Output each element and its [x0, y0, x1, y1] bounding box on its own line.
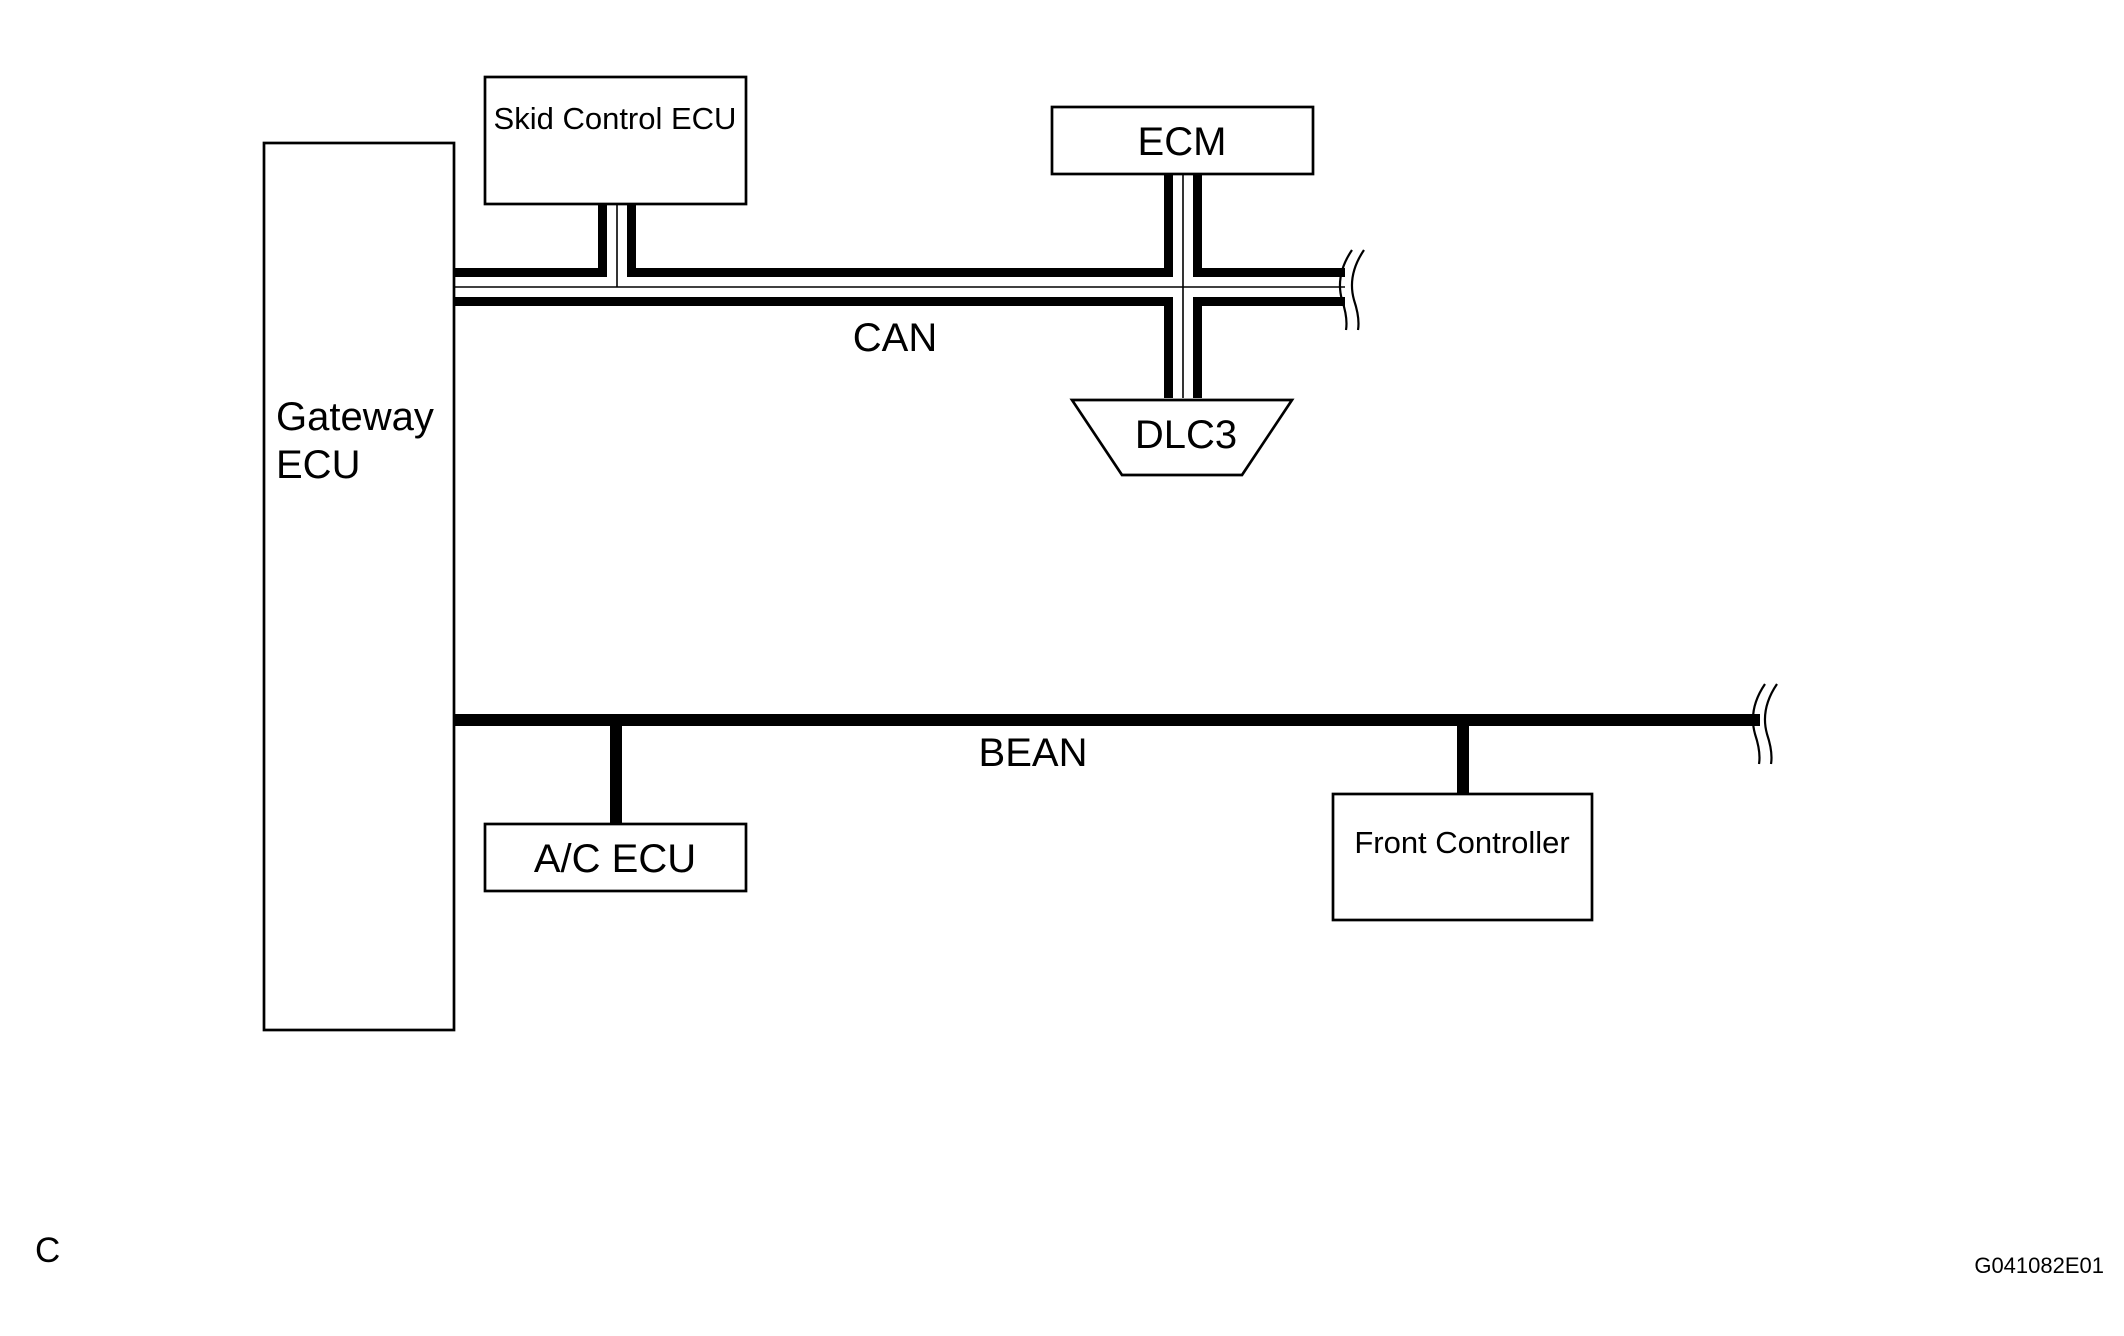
bean-break-mark — [1751, 683, 1778, 765]
corner-letter: C — [35, 1231, 60, 1270]
skid-control-ecu-node: Skid Control ECU — [483, 75, 748, 206]
can-bus-label: CAN — [853, 316, 937, 360]
dlc3-node: DLC3 — [1069, 398, 1295, 477]
figure-code: G041082E01 — [1974, 1253, 2104, 1278]
can-bus — [453, 174, 1345, 398]
front-controller-label: Front Controller — [1354, 825, 1569, 860]
gateway-ecu-label-line1: Gateway — [276, 395, 434, 439]
gateway-ecu-label-line2: ECU — [276, 443, 360, 487]
ac-ecu-label: A/C ECU — [534, 837, 696, 881]
ecm-label: ECM — [1138, 120, 1227, 164]
ac-ecu-node: A/C ECU — [483, 822, 748, 893]
bean-bus — [453, 714, 1760, 824]
dlc3-label: DLC3 — [1135, 413, 1237, 457]
front-controller-node: Front Controller — [1331, 792, 1594, 922]
can-break-mark — [1338, 249, 1365, 331]
ecm-node: ECM — [1050, 105, 1315, 176]
bean-bus-label: BEAN — [979, 731, 1088, 775]
skid-control-ecu-label: Skid Control ECU — [494, 101, 737, 136]
gateway-ecu-node: Gateway ECU — [262, 141, 456, 1032]
